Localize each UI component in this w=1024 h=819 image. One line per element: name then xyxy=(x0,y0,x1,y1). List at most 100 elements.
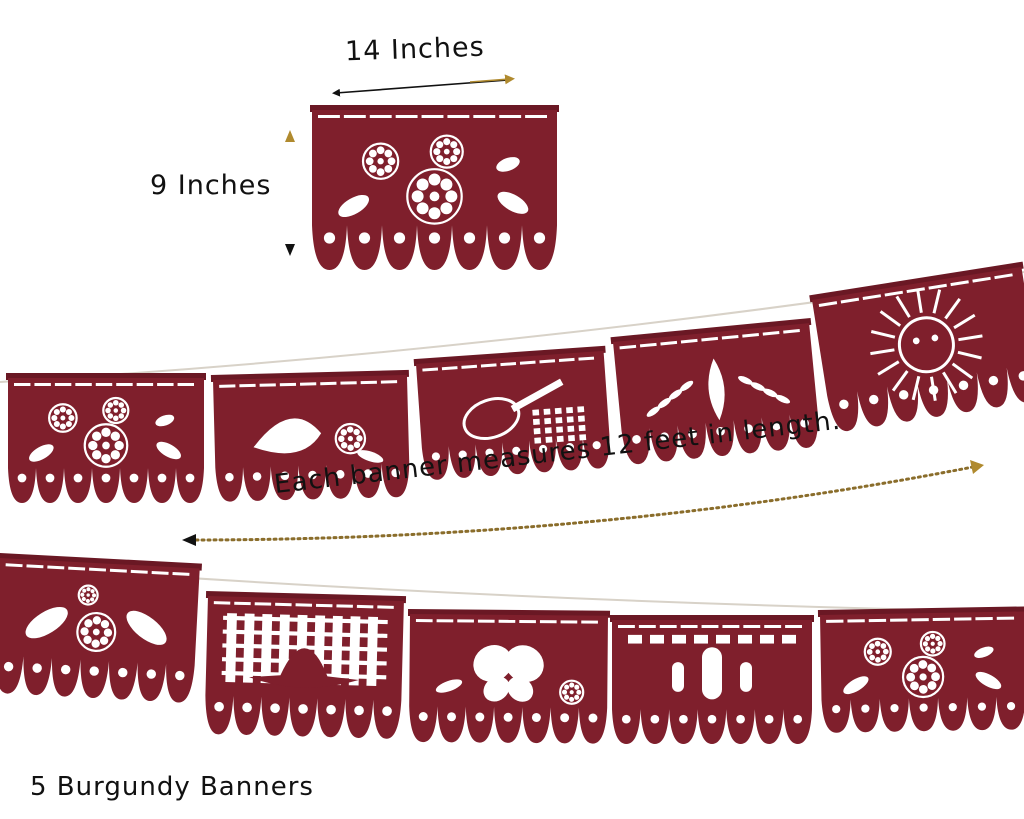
banner-cutout xyxy=(953,313,976,330)
banner-cutout xyxy=(944,298,961,320)
banner-cutout xyxy=(172,572,190,576)
banner-cutout xyxy=(554,407,562,415)
banner-cutout xyxy=(929,633,936,639)
banner-cutout xyxy=(270,703,280,714)
banner-cutout xyxy=(222,629,388,638)
banner-cutout xyxy=(436,141,444,149)
banner-cutout xyxy=(118,413,125,419)
banner-cutout xyxy=(252,472,262,481)
banner-cutout xyxy=(948,702,957,712)
banner-cutout xyxy=(898,390,909,400)
banner-cutout xyxy=(512,446,521,455)
banner-cutout xyxy=(928,385,939,395)
banner-cutout xyxy=(539,359,556,364)
banner-cutout xyxy=(477,619,495,623)
banner-cutout xyxy=(740,662,752,692)
banner-cutout xyxy=(92,431,102,441)
banner-cutout xyxy=(185,473,195,483)
banner-cutout xyxy=(760,634,774,644)
banner-cutout xyxy=(129,473,139,483)
banner-cutout xyxy=(930,641,935,646)
banner-cutout xyxy=(347,444,354,451)
banner-cutout xyxy=(343,115,366,118)
banner-cutout xyxy=(447,115,470,118)
banner-cutout xyxy=(90,597,95,602)
banner-cutout xyxy=(499,115,522,118)
banner-cutout xyxy=(279,382,297,387)
banner-cutout xyxy=(498,619,516,623)
banner-cutout xyxy=(151,570,169,575)
banner-cutout xyxy=(92,628,100,636)
banner-cutout xyxy=(334,422,367,455)
banner-cutout xyxy=(560,713,570,723)
banner-cutout xyxy=(95,383,113,386)
banner-cutout xyxy=(911,618,929,622)
banner-cutout xyxy=(395,115,418,118)
banner-cutout xyxy=(544,417,552,425)
banner-cutout xyxy=(793,714,803,724)
banner-cutout xyxy=(130,569,148,574)
banner-cutout xyxy=(463,232,476,244)
banner-cutout xyxy=(323,232,336,244)
banner-cutout xyxy=(772,421,781,431)
banner-cutout xyxy=(919,673,927,681)
banner-cutout xyxy=(219,384,236,388)
banner-cutout xyxy=(116,383,133,386)
banner-cutout xyxy=(457,619,474,623)
banner-cutout xyxy=(90,589,95,594)
banner-cutout xyxy=(559,679,585,705)
banner-cutout xyxy=(931,334,939,342)
banner-cutout xyxy=(320,381,337,386)
banner-cutout xyxy=(579,434,587,441)
banner-cutout xyxy=(113,408,119,413)
banner-cutout xyxy=(951,362,974,380)
banners-layer xyxy=(0,105,1024,744)
banner-cutout xyxy=(99,636,109,645)
banner-cutout xyxy=(146,669,157,679)
banner-cutout xyxy=(510,378,564,413)
banner-cutout xyxy=(17,473,27,483)
banner-cutout xyxy=(473,115,496,118)
banner-cutout xyxy=(660,340,678,346)
banner-cutout xyxy=(555,417,563,424)
banner-cutout xyxy=(906,672,916,682)
banner-cutout xyxy=(922,641,928,647)
banner-cutout xyxy=(387,157,396,166)
banner-cutout xyxy=(353,441,361,449)
banner-cutout xyxy=(239,383,256,388)
banner-cutout xyxy=(531,713,541,722)
banner-cutout xyxy=(534,437,542,444)
row2-banner-1 xyxy=(0,552,202,703)
banner-cutout xyxy=(86,587,91,592)
banner-cutout xyxy=(384,165,393,173)
banner-cutout xyxy=(436,619,454,623)
length-arrow xyxy=(188,464,980,542)
banner-cutout xyxy=(869,654,876,661)
banner-hem xyxy=(6,373,206,380)
banner-cutout xyxy=(958,334,983,342)
banner-cutout xyxy=(874,640,881,647)
banner-cutout xyxy=(326,704,336,715)
banner-cutout xyxy=(744,424,753,433)
banner-cutout xyxy=(418,712,428,721)
banner-cutout xyxy=(533,428,541,435)
banner-body xyxy=(820,611,1024,733)
banner-cutout xyxy=(114,440,124,451)
banner-cutout xyxy=(34,383,51,386)
banner-cutout xyxy=(376,146,385,155)
banner-cutout xyxy=(912,337,920,345)
banner-cutout xyxy=(650,634,664,644)
banner-cutout xyxy=(83,423,129,468)
banner-cutout xyxy=(742,332,759,338)
banner-cutout xyxy=(958,380,969,391)
banner-cutout xyxy=(763,388,778,398)
banner-cutout xyxy=(519,360,536,365)
banner-cutout xyxy=(356,604,374,609)
banner-cutout xyxy=(930,648,936,654)
banner-body xyxy=(312,110,557,270)
banner-cutout xyxy=(942,371,958,394)
banner-cutout xyxy=(659,625,677,628)
banner-cutout xyxy=(532,409,540,416)
banner-cutout xyxy=(369,165,377,173)
banner-cutout xyxy=(764,714,774,724)
